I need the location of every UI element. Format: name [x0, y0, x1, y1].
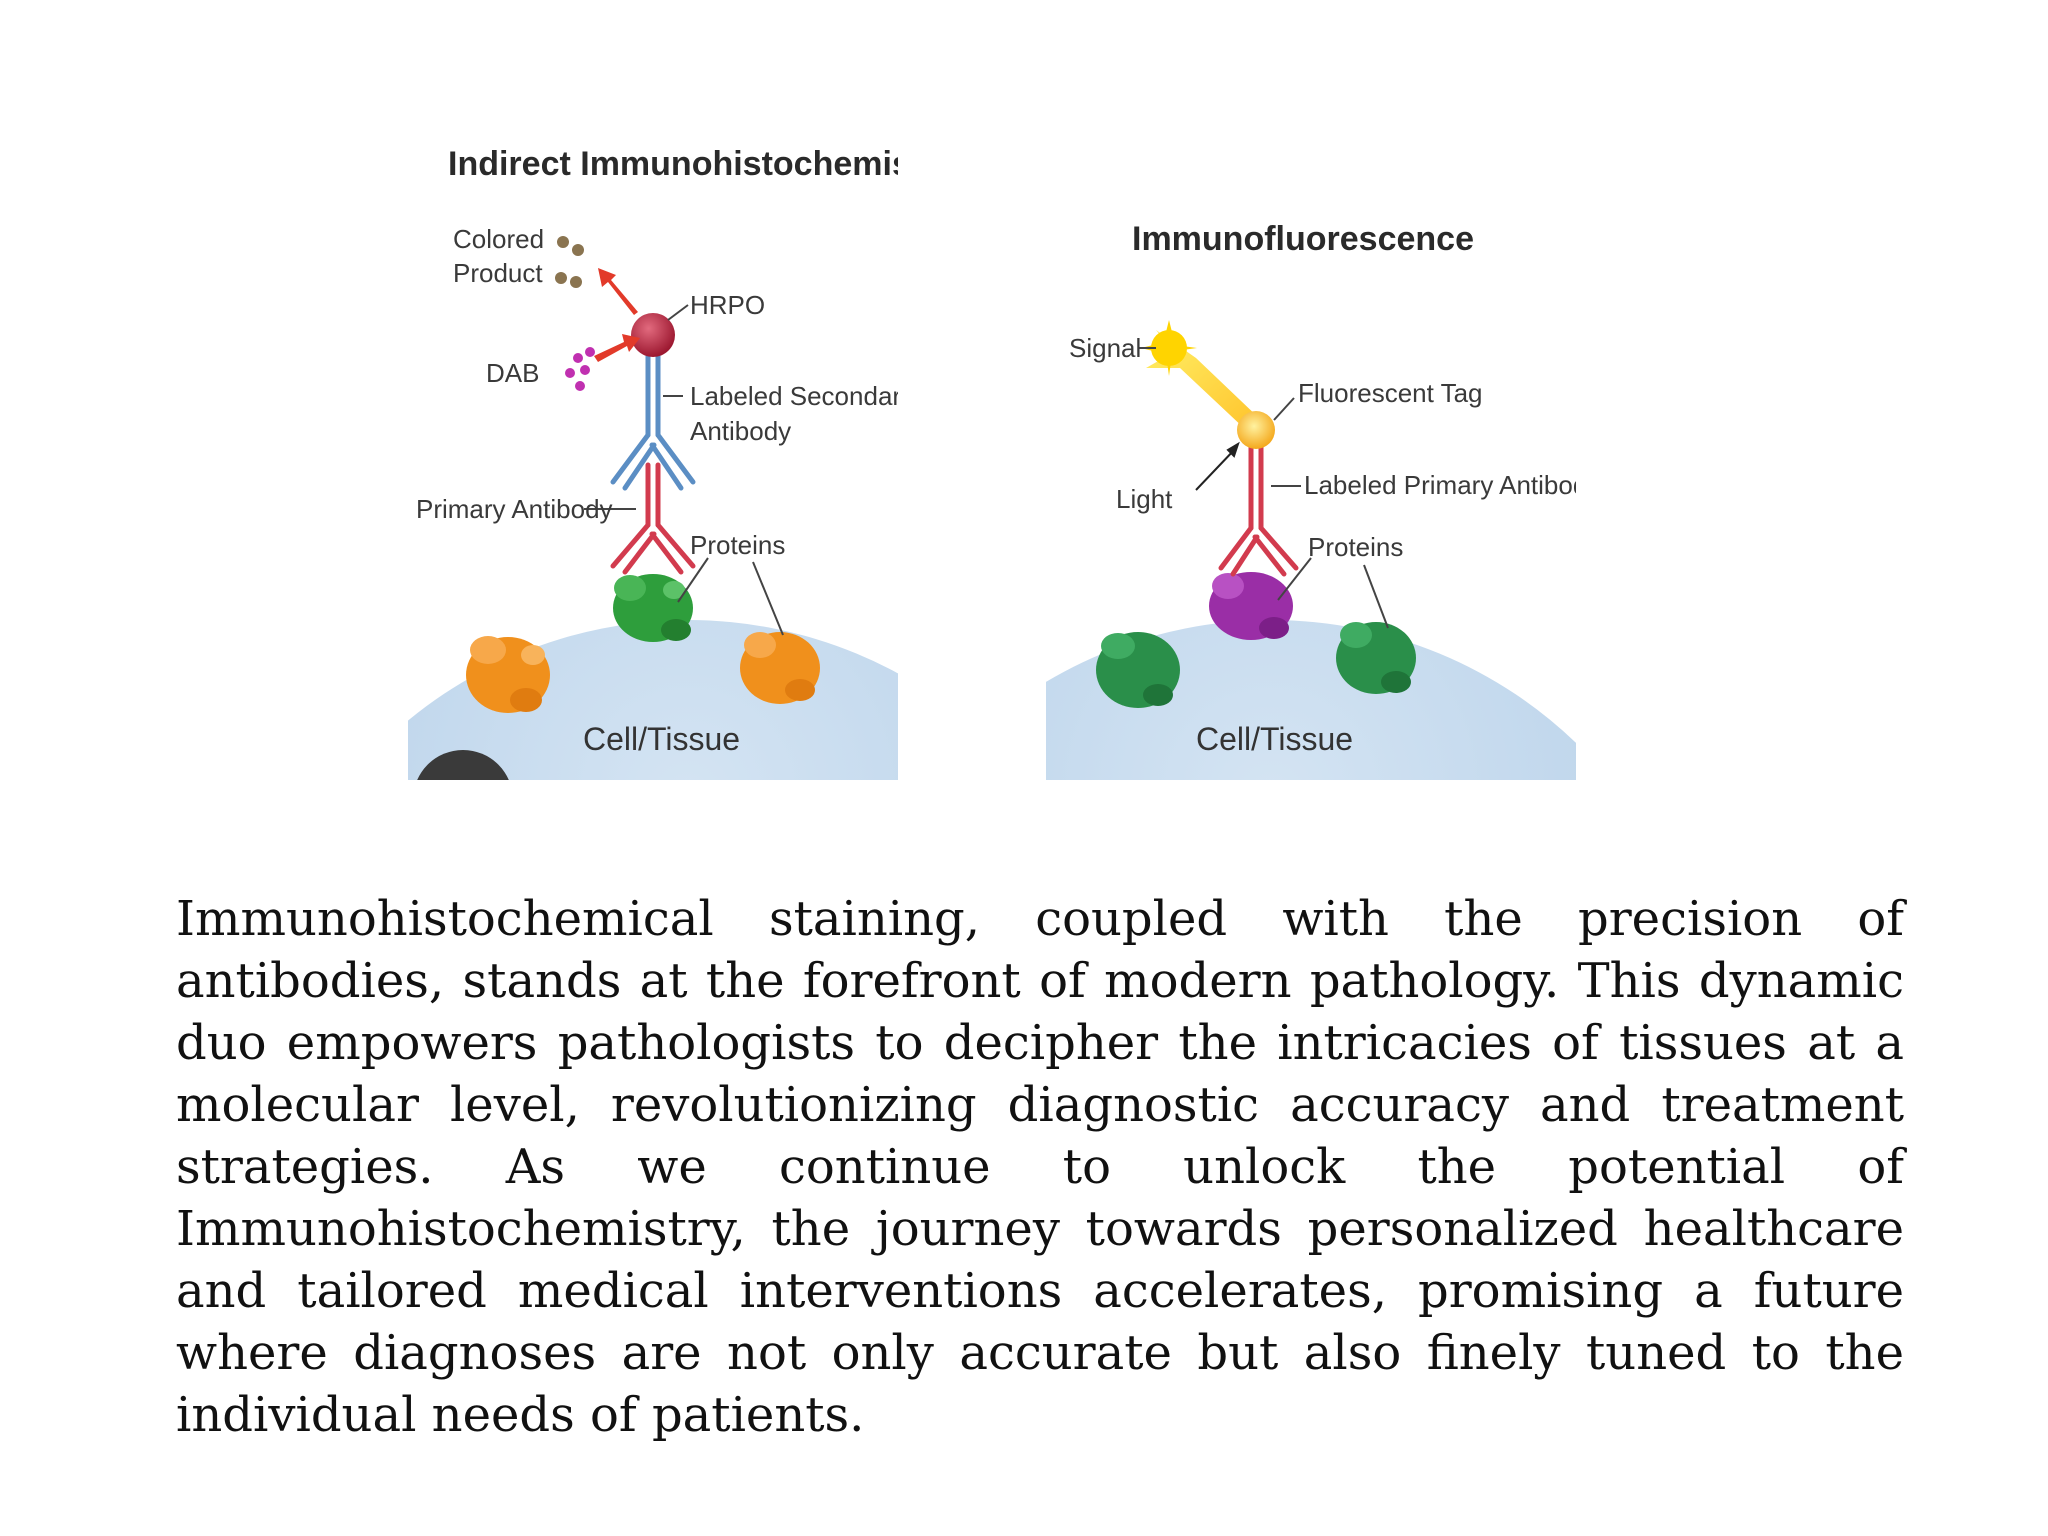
protein-green-left-r — [1096, 632, 1180, 708]
primary-antibody-label: Primary Antibody — [416, 494, 613, 524]
colored-product-dots — [555, 236, 584, 288]
colored-product-label-2: Product — [453, 258, 543, 288]
leader-lines-right — [1138, 347, 1389, 629]
proteins-label-left: Proteins — [690, 530, 785, 560]
reaction-arrows — [594, 268, 640, 362]
hrpo-enzyme — [631, 313, 675, 357]
cell-tissue-label-left: Cell/Tissue — [583, 721, 740, 757]
protein-green-right-r — [1336, 622, 1416, 694]
primary-antibody-left — [610, 462, 696, 575]
cell-tissue-label-right: Cell/Tissue — [1196, 721, 1353, 757]
hrpo-label: HRPO — [690, 290, 765, 320]
light-arrow — [1195, 441, 1240, 491]
immunofluorescence-figure: Immunofluorescence Signal Fluorescent Ta… — [1046, 220, 1576, 780]
fluorescent-tag — [1237, 411, 1275, 449]
colored-product-label: Colored — [453, 224, 544, 254]
signal-label: Signal — [1069, 333, 1141, 363]
body-paragraph: Immunohistochemical staining, coupled wi… — [176, 891, 1904, 1443]
fluorescent-tag-label: Fluorescent Tag — [1298, 378, 1483, 408]
protein-green-left — [613, 574, 693, 642]
indirect-ihc-figure: Indirect Immunohistochemistry Colored Pr… — [408, 145, 898, 780]
secondary-antibody-left — [610, 352, 696, 491]
dark-corner-blob — [417, 750, 509, 780]
labeled-primary-antibody-label: Labeled Primary Antibody — [1304, 470, 1576, 500]
protein-orange-left — [466, 636, 550, 713]
leader-lines-left — [584, 304, 784, 636]
dab-molecules — [565, 347, 595, 391]
protein-purple — [1209, 572, 1293, 640]
protein-orange-right — [740, 632, 820, 704]
dab-label: DAB — [486, 358, 539, 388]
figure-title-left: Indirect Immunohistochemistry — [448, 145, 898, 183]
light-label: Light — [1116, 484, 1173, 514]
labeled-primary-antibody — [1218, 442, 1299, 577]
figure-title-right: Immunofluorescence — [1132, 220, 1474, 258]
secondary-antibody-label: Labeled Secondary — [690, 381, 898, 411]
secondary-antibody-label-2: Antibody — [690, 416, 791, 446]
signal-burst — [1141, 320, 1197, 376]
proteins-label-right: Proteins — [1308, 532, 1403, 562]
